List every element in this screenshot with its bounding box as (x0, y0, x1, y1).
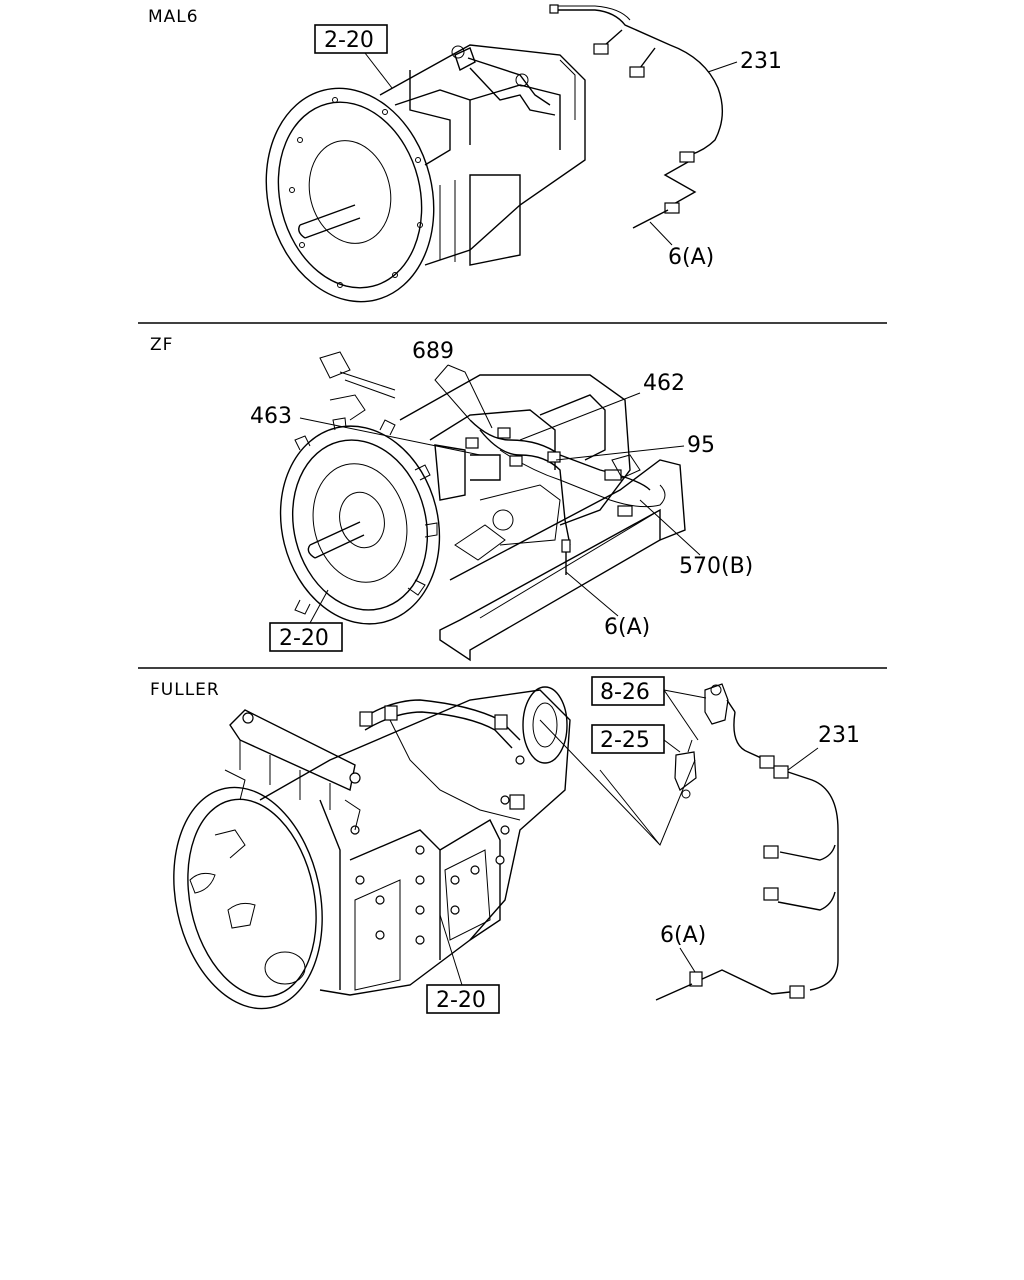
fuller-leader-6a (679, 947, 696, 973)
fuller-callout-6a: 6(A) (660, 923, 706, 948)
fuller-leader-231 (787, 747, 819, 771)
section-title-zf: ZF (150, 335, 173, 355)
svg-text:2-25: 2-25 (600, 728, 650, 753)
svg-text:2-20: 2-20 (279, 626, 329, 651)
fuller-harness-231 (655, 711, 839, 1001)
fuller-transmission-drawing (173, 686, 571, 1010)
zf-transmission-drawing (279, 351, 686, 662)
mal6-callout-231: 231 (740, 49, 782, 74)
zf-callout-6a: 6(A) (604, 615, 650, 640)
section-title-mal6: MAL6 (148, 7, 199, 27)
fuller-sensor-8-26 (704, 683, 736, 725)
svg-text:2-20: 2-20 (324, 28, 374, 53)
section-zf: ZF (150, 335, 753, 662)
fuller-ref-box-8-26[interactable]: 8-26 (591, 676, 665, 706)
section-mal6: MAL6 (148, 4, 782, 303)
zf-callout-689: 689 (412, 339, 454, 364)
fuller-sensor-2-25 (674, 739, 697, 799)
mal6-harness-231 (549, 4, 723, 229)
zf-ref-box-2-20[interactable]: 2-20 (269, 622, 343, 652)
fuller-leader-2-25 (663, 739, 681, 753)
zf-leader-463 (299, 417, 481, 456)
fuller-leader-2-20 (439, 914, 463, 986)
section-title-fuller: FULLER (150, 680, 220, 700)
svg-text:2-20: 2-20 (436, 988, 486, 1013)
fuller-ref-box-2-25[interactable]: 2-25 (591, 724, 665, 754)
zf-leader-2-20 (309, 589, 329, 624)
mal6-leader-231 (707, 61, 738, 73)
fuller-callout-231: 231 (818, 723, 860, 748)
zf-leader-570b (639, 499, 701, 556)
mal6-callout-6a: 6(A) (668, 245, 714, 270)
mal6-transmission-drawing (265, 44, 586, 303)
zf-callout-95: 95 (687, 433, 715, 458)
zf-callout-570b: 570(B) (679, 554, 753, 579)
zf-leader-6a (565, 571, 619, 617)
svg-text:8-26: 8-26 (600, 680, 650, 705)
zf-leader-95 (555, 445, 685, 461)
fuller-leader-8-26 (663, 689, 707, 741)
zf-leader-689 (434, 364, 493, 429)
mal6-leader-2-20 (364, 52, 393, 89)
mal6-leader-6a (649, 221, 673, 246)
zf-callout-463: 463 (250, 404, 292, 429)
zf-callout-462: 462 (643, 371, 685, 396)
zf-leader-462 (519, 392, 641, 441)
section-fuller: FULLER (150, 676, 860, 1014)
fuller-ref-box-2-20[interactable]: 2-20 (426, 984, 500, 1014)
fuller-leader-sensor (539, 719, 696, 846)
mal6-ref-box-2-20[interactable]: 2-20 (314, 24, 388, 54)
